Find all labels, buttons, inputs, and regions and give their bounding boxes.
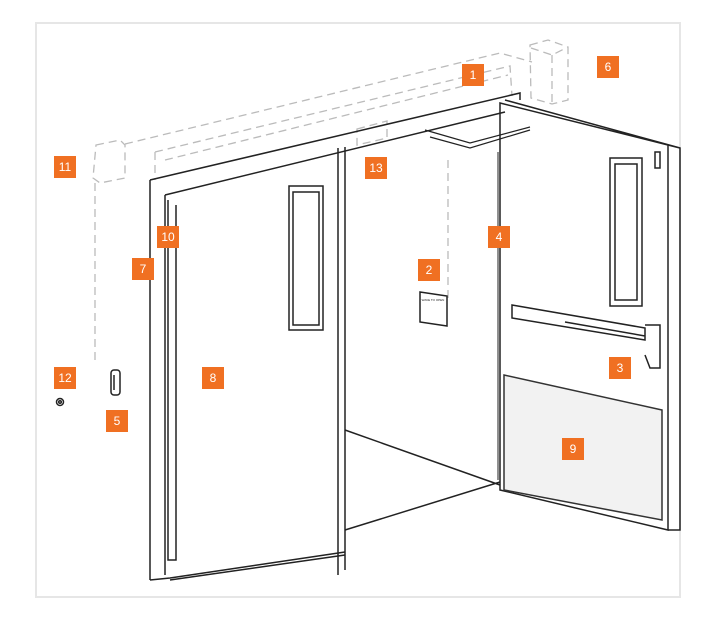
callout-3: 3 [609,357,631,379]
callout-7: 7 [132,258,154,280]
callout-6: 6 [597,56,619,78]
push-plate [419,291,448,327]
callout-2: 2 [418,259,440,281]
callout-8: 8 [202,367,224,389]
callout-1: 1 [462,64,484,86]
door-frame [149,92,521,581]
callout-10: 10 [157,226,179,248]
callout-9: 9 [562,438,584,460]
callout-12: 12 [54,367,76,389]
side-switch [110,369,121,396]
callout-13: 13 [365,157,387,179]
callout-5: 5 [106,410,128,432]
push-plate-text: WAVE TO OPEN [422,298,445,302]
operator-dashed [92,39,569,365]
callout-11: 11 [54,156,76,178]
left-door-leaf [167,185,324,561]
callout-4: 4 [488,226,510,248]
sensor-icon [55,397,65,407]
right-door-leaf [424,99,681,531]
